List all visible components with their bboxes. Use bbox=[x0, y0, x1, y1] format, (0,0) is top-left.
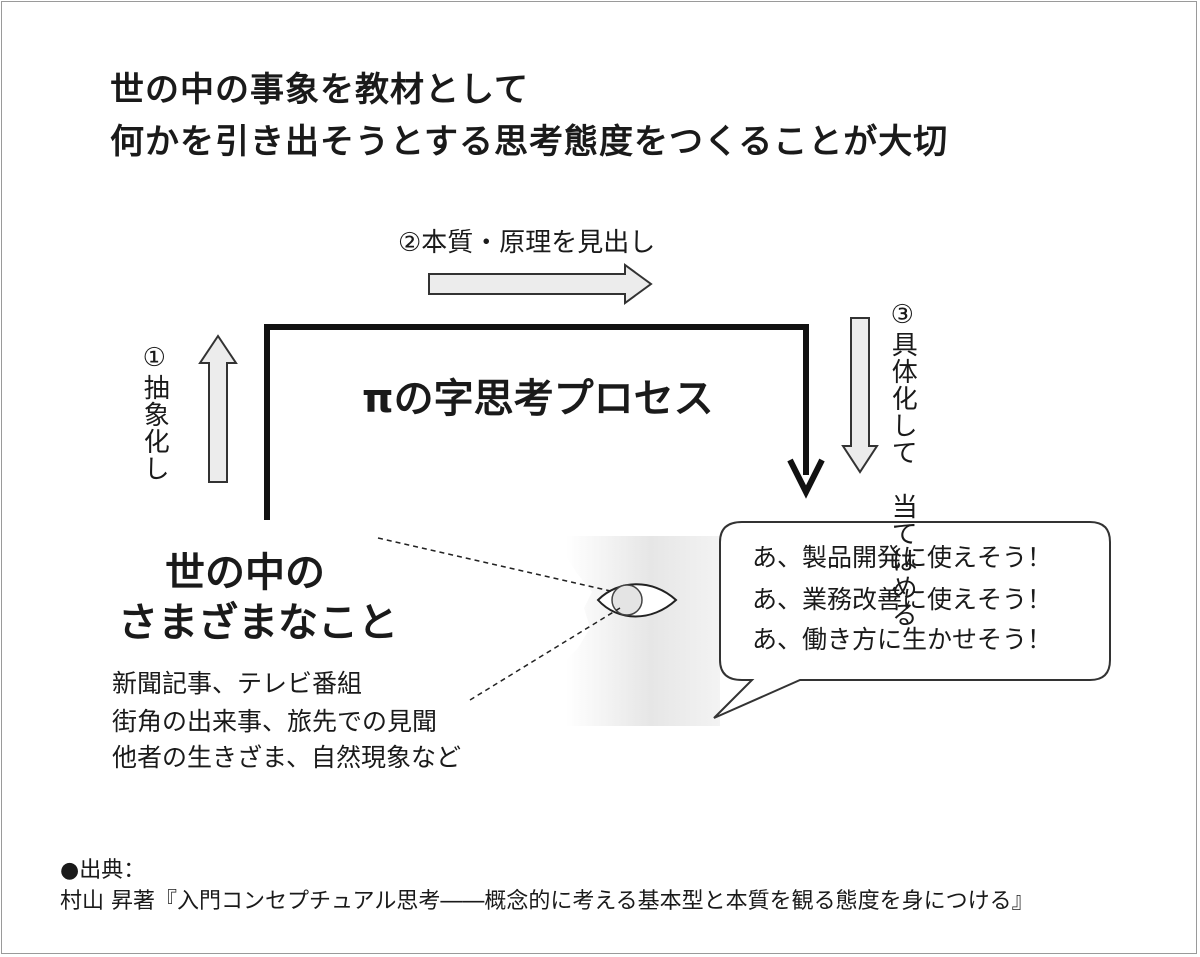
step-abstract-label: ①抽象化し bbox=[139, 343, 170, 482]
example-item: 街角の出来事、旅先での見聞 bbox=[112, 707, 438, 736]
arrow-right-essence bbox=[428, 263, 653, 305]
step-essence-label: ②本質・原理を見出し bbox=[398, 228, 656, 258]
speech-bubble bbox=[713, 521, 1111, 719]
example-item: 他者の生きざま、自然現象など bbox=[112, 743, 462, 772]
pi-process-arrowhead bbox=[787, 458, 825, 499]
example-item: 新聞記事、テレビ番組 bbox=[112, 669, 363, 698]
head-silhouette bbox=[566, 536, 720, 726]
process-title: πの字思考プロセス bbox=[362, 376, 714, 422]
bubble-line: あ、製品開発に使えそう！ bbox=[752, 543, 1053, 572]
step-concrete-line-2: 当てはめる bbox=[887, 493, 918, 629]
sight-line-lower bbox=[469, 607, 621, 701]
world-heading-line-1: 世の中の bbox=[165, 550, 325, 596]
source-citation: 村山 昇著『入門コンセプチュアル思考――概念的に考える基本型と本質を観る態度を身… bbox=[60, 889, 1034, 914]
eye-icon bbox=[596, 583, 678, 618]
step-concrete-line-1: ③具体化して bbox=[887, 300, 918, 466]
title-line-2: 何かを引き出そうとする思考態度をつくることが大切 bbox=[110, 122, 949, 162]
pi-process-path bbox=[264, 324, 809, 520]
arrow-up-abstract bbox=[198, 334, 238, 483]
step-concrete-label: ③具体化して 当てはめる bbox=[887, 300, 918, 629]
sight-line-upper bbox=[377, 537, 616, 593]
source-label: ●出典： bbox=[60, 858, 146, 883]
arrow-down-concrete bbox=[841, 317, 879, 474]
world-heading-line-2: さまざまなこと bbox=[118, 600, 398, 646]
title-line-1: 世の中の事象を教材として bbox=[110, 70, 529, 110]
bubble-line: あ、働き方に生かせそう！ bbox=[752, 625, 1053, 654]
bubble-line: あ、業務改善に使えそう！ bbox=[752, 585, 1053, 614]
